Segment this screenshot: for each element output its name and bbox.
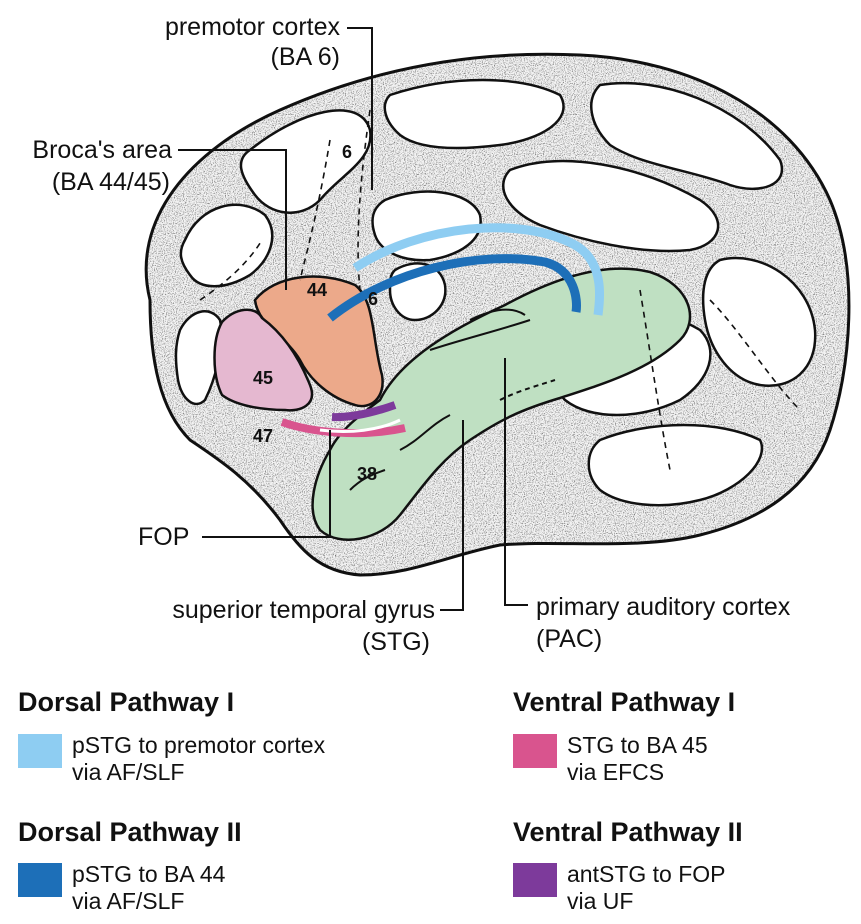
legend-ventral-2-line1: antSTG to FOP [567,861,726,888]
legend-dorsal-2-line1: pSTG to BA 44 [72,861,225,888]
legend-ventral-2-title: Ventral Pathway II [513,816,743,848]
area-number-47: 47 [253,426,273,446]
legend-ventral-1-swatch [513,734,557,768]
legend-ventral-1-line1: STG to BA 45 [567,732,708,759]
area-number-38: 38 [357,464,377,484]
label-fop: FOP [138,522,189,552]
legend-ventral-1: STG to BA 45 via EFCS [513,732,708,786]
legend-dorsal-1-swatch [18,734,62,768]
area-number-6-lower: 6 [368,289,378,309]
legend-dorsal-1-line2: via AF/SLF [72,759,325,786]
legend-ventral-1-line2: via EFCS [567,759,708,786]
area-number-44: 44 [307,280,327,300]
legend-dorsal-2-title: Dorsal Pathway II [18,816,242,848]
legend-dorsal-1-title: Dorsal Pathway I [18,686,234,718]
legend-ventral-2: antSTG to FOP via UF [513,861,726,915]
legend-dorsal-1: pSTG to premotor cortex via AF/SLF [18,732,325,786]
legend-ventral-2-line2: via UF [567,888,726,915]
legend-dorsal-2-swatch [18,863,62,897]
label-premotor-ba: (BA 6) [180,42,340,72]
legend-ventral-1-title: Ventral Pathway I [513,686,735,718]
legend-ventral-2-swatch [513,863,557,897]
legend-dorsal-2-line2: via AF/SLF [72,888,225,915]
legend-dorsal-1-line1: pSTG to premotor cortex [72,732,325,759]
label-broca-ba: (BA 44/45) [0,167,170,197]
label-stg: superior temporal gyrus [120,595,435,625]
label-stg-abbr: (STG) [300,627,430,657]
area-number-6-upper: 6 [342,142,352,162]
label-pac: primary auditory cortex [536,592,790,622]
label-premotor-cortex: premotor cortex [100,12,340,42]
label-pac-abbr: (PAC) [536,624,602,654]
label-broca-area: Broca's area [0,135,172,165]
legend-dorsal-2: pSTG to BA 44 via AF/SLF [18,861,225,915]
area-number-45: 45 [253,368,273,388]
